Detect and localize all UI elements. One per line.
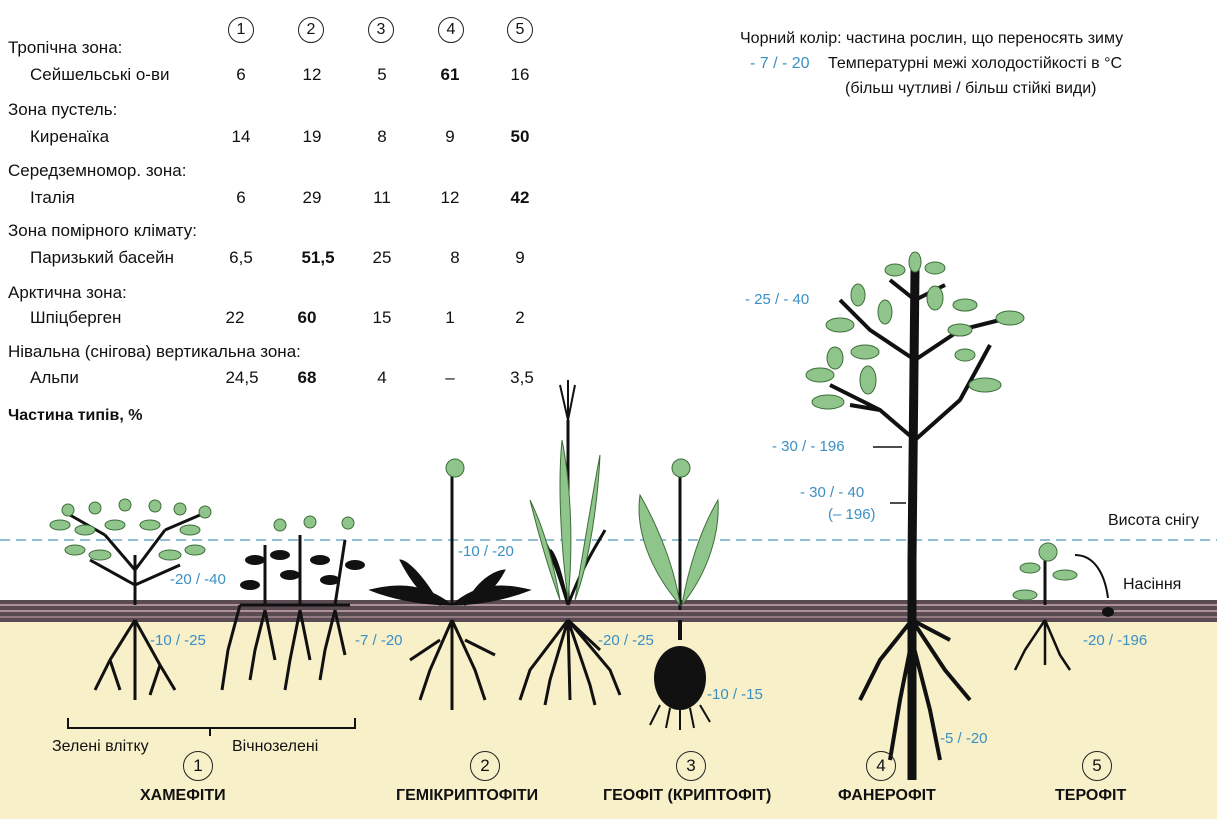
temp-hemicryptophyte-top: -10 / -20 (458, 543, 514, 560)
temp-phanerophyte-mid: - 30 / - 196 (772, 438, 845, 455)
temp-therophyte: -20 / -196 (1083, 632, 1147, 649)
temp-phanerophyte-trunk-2: (– 196) (828, 506, 876, 523)
type-number-5: 5 (1082, 751, 1112, 781)
temp-phanerophyte-top: - 25 / - 40 (745, 291, 809, 308)
type-number-1: 1 (183, 751, 213, 781)
temp-chamaephyte-soil: -10 / -25 (150, 632, 206, 649)
temp-hemicryptophyte-soil: -7 / -20 (355, 632, 403, 649)
temp-geophyte-bulb: -10 / -15 (707, 686, 763, 703)
seeds-label: Насіння (1123, 576, 1181, 594)
type-name-hemicryptophytes: ГЕМІКРИПТОФІТИ (396, 787, 538, 805)
type-name-chamaephytes: ХАМЕФІТИ (140, 787, 226, 805)
type-name-therophyte: ТЕРОФІТ (1055, 787, 1126, 805)
snow-height-label: Висота снігу (1108, 512, 1199, 530)
temp-phanerophyte-root: -5 / -20 (940, 730, 988, 747)
type-number-4: 4 (866, 751, 896, 781)
evergreen-label: Вічнозелені (232, 738, 318, 756)
temp-geophyte-soil: -20 / -25 (598, 632, 654, 649)
green-summer-label: Зелені влітку (52, 738, 149, 756)
type-name-geophyte: ГЕОФІТ (КРИПТОФІТ) (603, 787, 771, 805)
temp-phanerophyte-trunk: - 30 / - 40 (800, 484, 864, 501)
type-number-2: 2 (470, 751, 500, 781)
type-name-phanerophyte: ФАНЕРОФІТ (838, 787, 936, 805)
type-number-3: 3 (676, 751, 706, 781)
temp-chamaephyte-top: -20 / -40 (170, 571, 226, 588)
